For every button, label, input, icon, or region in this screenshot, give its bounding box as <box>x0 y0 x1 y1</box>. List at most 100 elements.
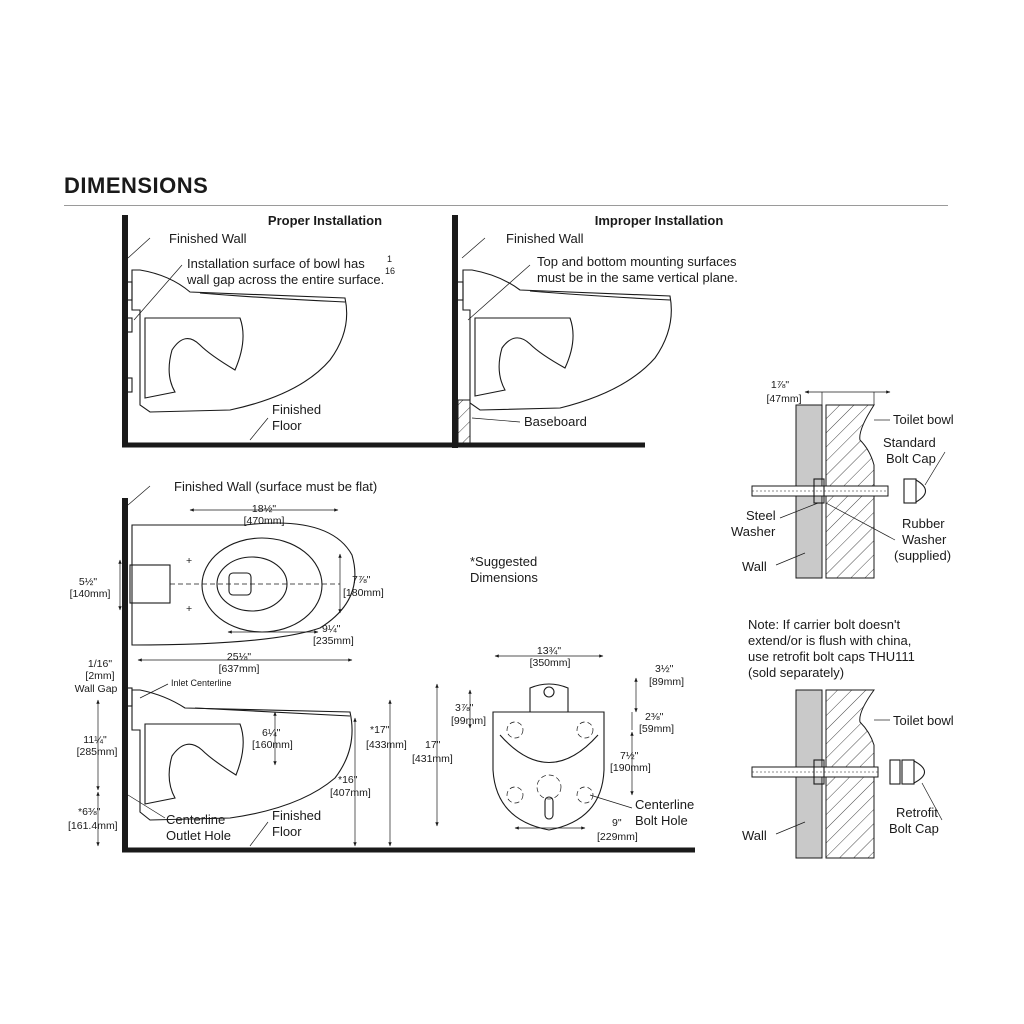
heading-rule <box>64 205 948 206</box>
side-bowl-outline <box>131 689 353 821</box>
detail2-steel-washer <box>813 759 825 785</box>
front-inlet <box>529 683 569 712</box>
detail1-bowl-label: Toilet bowl <box>893 412 954 427</box>
detail2-washer <box>889 759 901 785</box>
detail1-wall-leader <box>775 552 806 566</box>
std-cap-label-1: Standard <box>883 435 936 450</box>
proper-gap-note-1: Installation surface of bowl has <box>187 256 365 271</box>
improper-note-2: must be in the same vertical plane. <box>537 270 738 285</box>
dim-25-in: 25⅛" <box>227 651 251 663</box>
retro-cap-label-2: Bolt Cap <box>889 821 939 836</box>
std-cap-label-2: Bolt Cap <box>886 451 936 466</box>
inlet-label: Inlet Centerline <box>171 678 232 688</box>
dim-17-mm: [431mm] <box>412 753 453 765</box>
gap-label: Wall Gap <box>75 683 118 695</box>
bolt-hole-leader <box>589 794 633 809</box>
dim-17-in: 17" <box>425 739 441 751</box>
improper-trap <box>474 317 574 397</box>
dim-6-in: 6¼" <box>262 727 281 739</box>
dim-1-mm: [47mm] <box>766 393 801 405</box>
dim-1-in: 1⅞" <box>771 379 790 391</box>
suggested-label-1: *Suggested <box>470 554 537 569</box>
dim-9-in: 9¼" <box>322 623 341 635</box>
dim-16-in: *16" <box>338 774 358 786</box>
proper-gap-leader <box>133 264 183 321</box>
dim-7-mm: [180mm] <box>343 587 384 599</box>
top-bowl-rim <box>201 537 323 633</box>
bolt-hole-label-1: Centerline <box>635 797 694 812</box>
dim-5-in: 5½" <box>79 576 98 588</box>
outlet-label-2: Outlet Hole <box>166 828 231 843</box>
steel-label-1: Steel <box>746 508 776 523</box>
improper-seat-line <box>529 290 671 301</box>
detail1-steel-washer <box>813 478 825 504</box>
note-line-2: extend/or is flush with china, <box>748 633 911 648</box>
top-finished-wall-label: Finished Wall (surface must be flat) <box>174 479 377 494</box>
lower-wall <box>122 498 128 850</box>
front-outlet-hole <box>536 774 562 800</box>
top-view: Finished Wall (surface must be flat) + +… <box>70 479 538 850</box>
rubber-label-3: (supplied) <box>894 548 951 563</box>
rubber-label-2: Washer <box>902 532 947 547</box>
top-bowl-outline <box>131 522 356 646</box>
dim-11-mm: [285mm] <box>77 746 118 758</box>
front-bolt-hole-ll <box>506 786 524 804</box>
top-bolt-mark-1: + <box>186 555 192 567</box>
retrofit-note: Note: If carrier bolt doesn't extend/or … <box>748 617 915 680</box>
dim-9f-in: 9" <box>612 817 622 829</box>
front-inlet-hole <box>543 686 555 698</box>
detail2-nut <box>901 759 915 785</box>
top-wall-leader <box>127 485 151 506</box>
baseboard-leader <box>471 417 521 423</box>
improper-installation-panel: Improper Installation Finished Wall Top … <box>455 213 738 448</box>
dim-11-in: 11¼" <box>83 734 107 746</box>
suggested-label-2: Dimensions <box>470 570 538 585</box>
front-view: 13¾" [350mm] 3½" [89mm] 3⅞" [99mm] 2⅜" [… <box>412 645 694 843</box>
dim-6-mm: [160mm] <box>252 739 293 751</box>
inlet-leader <box>139 683 169 699</box>
note-line-4: (sold separately) <box>748 665 844 680</box>
side-floor-label-1: Finished <box>272 808 321 823</box>
rubber-label-1: Rubber <box>902 516 945 531</box>
detail1-nut <box>903 478 917 504</box>
dim-17s-mm: [433mm] <box>366 739 407 751</box>
dim-25-mm: [637mm] <box>219 663 260 675</box>
dim-7-5-mm: [190mm] <box>610 762 651 774</box>
dim-9f-mm: [229mm] <box>597 831 638 843</box>
front-bowl-lip <box>499 734 599 764</box>
side-seat-line <box>194 707 351 717</box>
bolt-detail-retrofit: Toilet bowl Wall Retrofit Bolt Cap <box>742 689 954 859</box>
dim-18-in: 18½" <box>252 503 276 515</box>
dim-6b-in: *6⅜" <box>78 806 101 818</box>
dim-16-mm: [407mm] <box>330 787 371 799</box>
proper-floor-leader <box>249 417 269 441</box>
gap-mm: [2mm] <box>85 670 114 682</box>
outlet-leader <box>127 794 166 819</box>
dim-5-mm: [140mm] <box>70 588 111 600</box>
detail2-bowl-label: Toilet bowl <box>893 713 954 728</box>
proper-inlet <box>124 281 133 301</box>
dim-2-mm: [59mm] <box>639 723 674 735</box>
proper-gap-frac-num: 1 <box>387 254 392 264</box>
side-floor-label-2: Floor <box>272 824 302 839</box>
bolt-detail-standard: 1⅞" [47mm] Toilet bowl Standard Bolt Cap… <box>731 379 954 579</box>
side-view: 25⅛" [637mm] 1/16" [2mm] Wall Gap Inlet … <box>68 651 695 853</box>
dim-3b-in: 3⅞" <box>455 702 474 714</box>
detail1-cap-leader <box>924 451 946 486</box>
proper-bolt-top <box>124 317 133 333</box>
proper-seat-line <box>199 292 346 303</box>
front-bolt-hole-ur <box>576 721 594 739</box>
proper-gap-frac-den: 16 <box>385 266 395 276</box>
detail1-steel-leader <box>779 502 819 519</box>
retro-cap-label-1: Retrofit <box>896 805 938 820</box>
note-line-3: use retrofit bolt caps THU111 <box>748 649 915 664</box>
detail1-rubber-leader <box>825 502 896 541</box>
dim-7-5-in: 7½" <box>620 750 639 762</box>
proper-floor-label-2: Floor <box>272 418 302 433</box>
detail2-wall-leader <box>775 821 806 835</box>
dim-7-in: 7⅞" <box>352 574 371 586</box>
improper-note-1: Top and bottom mounting surfaces <box>537 254 737 269</box>
proper-bolt-bottom <box>124 377 133 393</box>
improper-title: Improper Installation <box>595 213 724 228</box>
dim-3-in: 3½" <box>655 663 674 675</box>
